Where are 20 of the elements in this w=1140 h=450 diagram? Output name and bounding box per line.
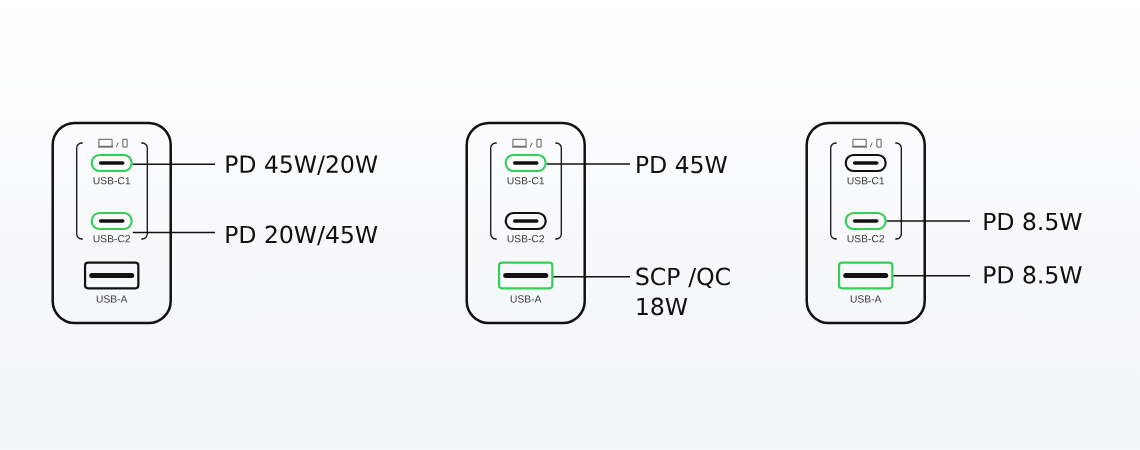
port-label: USB-C1 <box>93 177 131 185</box>
spec-label: PD 8.5W <box>984 265 1082 284</box>
leader-line <box>892 274 971 277</box>
port-label: USB-A <box>96 295 128 303</box>
spec-label: PD 8.5W <box>984 212 1082 231</box>
port-label: USB-C1 <box>847 177 885 185</box>
charger-outline <box>805 121 926 325</box>
leader-line <box>886 220 971 222</box>
spec-label: PD 45W <box>637 155 727 174</box>
port-label: USB-C1 <box>507 177 545 185</box>
port-label: USB-C2 <box>847 235 885 243</box>
port-label: USB-C2 <box>93 235 131 243</box>
port-label: USB-A <box>850 295 882 303</box>
charger-outline <box>51 121 172 325</box>
port-label: USB-C2 <box>507 235 545 243</box>
spec-label: PD 45W/20W <box>226 155 378 175</box>
spec-label: SCP /QC 18W <box>636 267 730 316</box>
port-label: USB-A <box>510 295 542 303</box>
charger-outline <box>465 121 586 325</box>
spec-label: PD 20W/45W <box>226 225 378 246</box>
